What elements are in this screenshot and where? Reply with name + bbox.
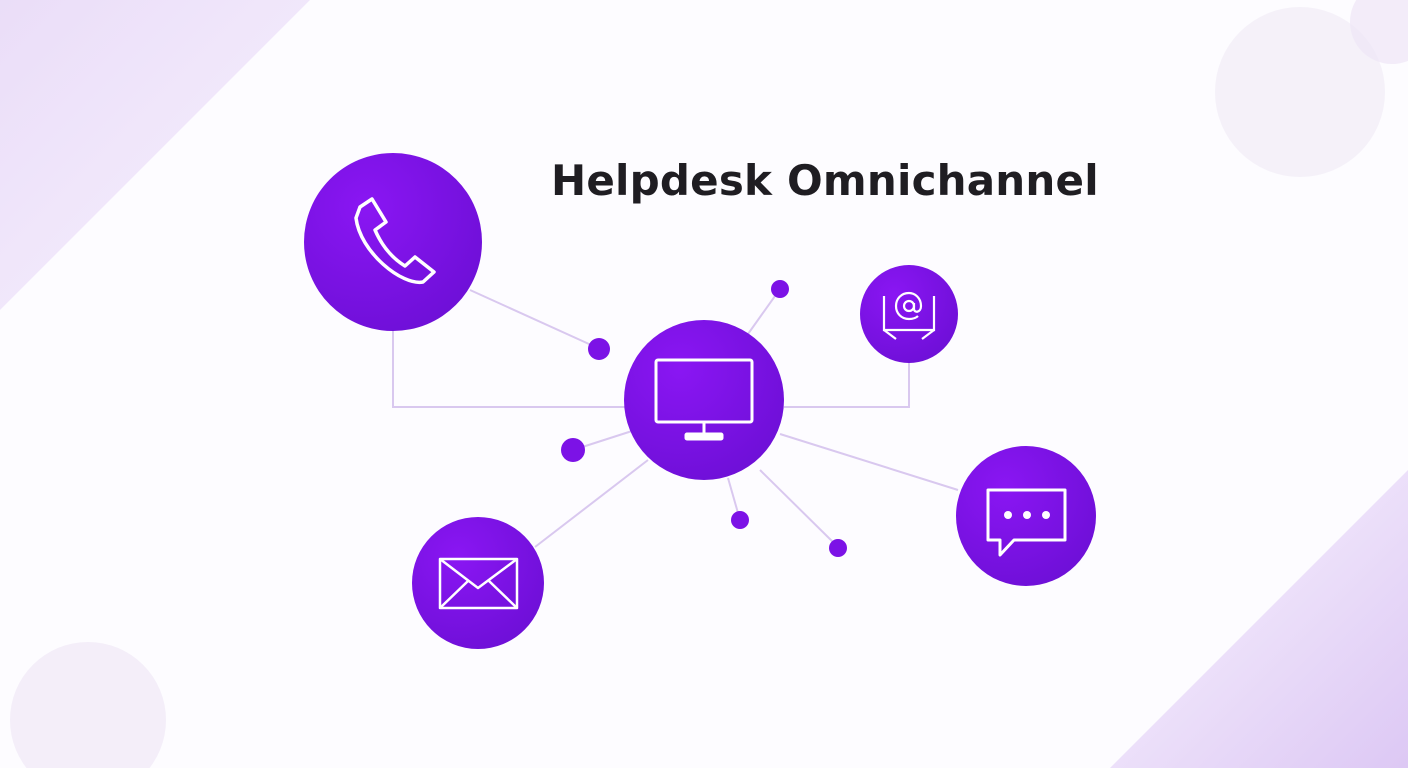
corner-wash-top-left	[0, 0, 310, 310]
bubble-top-right-small	[1350, 0, 1408, 64]
email-at-node	[860, 265, 958, 363]
phone-node	[304, 153, 482, 331]
junction-dot	[731, 511, 749, 529]
envelope-icon	[438, 557, 519, 610]
connector-hub-dot-top	[747, 288, 781, 335]
hub-node	[624, 320, 784, 480]
chat-node	[956, 446, 1096, 586]
chat-bubble-icon	[986, 488, 1067, 557]
phone-icon	[354, 197, 436, 284]
connector-at-elbow	[784, 362, 910, 408]
junction-dot	[771, 280, 789, 298]
connector-hub-chat	[779, 433, 959, 491]
bubble-top-right	[1215, 7, 1385, 177]
connector-phone-elbow	[392, 330, 625, 408]
connector-phone-hub	[469, 289, 601, 350]
junction-dot	[829, 539, 847, 557]
corner-wash-bottom-right	[1110, 470, 1408, 768]
junction-dot	[561, 438, 585, 462]
connector-hub-dot-bottom-right	[759, 469, 839, 548]
monitor-icon	[654, 358, 754, 441]
junction-dot	[588, 338, 610, 360]
diagram-title: Helpdesk Omnichannel	[551, 156, 1099, 205]
connector-hub-mail	[534, 459, 649, 548]
mail-node	[412, 517, 544, 649]
junction-dots	[561, 280, 847, 557]
bubble-bottom-left	[10, 642, 166, 768]
at-sign-icon	[882, 291, 936, 340]
